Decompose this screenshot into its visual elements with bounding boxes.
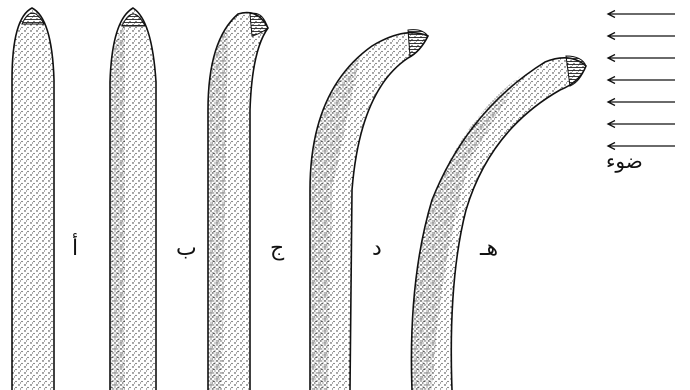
light-arrows [608,11,675,150]
coleoptile-a-body [12,8,54,390]
stage-label-c: ج [270,236,285,261]
light-arrow [608,33,675,40]
coleoptile-a [12,8,54,390]
coleoptile-b-shade [110,24,125,390]
stage-label-e: هـ [479,236,498,261]
stage-label-b: ب [176,236,197,261]
light-arrow [608,121,675,128]
coleoptile-c [208,13,268,390]
coleoptile-e [411,56,586,390]
coleoptile-b [110,8,156,390]
light-arrow [608,77,675,84]
light-arrow [608,99,675,106]
stage-label-a: أ [72,233,78,261]
light-arrow [608,55,675,62]
stage-label-d: د [372,236,382,261]
coleoptile-e-tip [566,56,586,86]
coleoptile-d [310,30,428,390]
light-label: ضوء [606,149,643,173]
light-arrow [608,11,675,18]
